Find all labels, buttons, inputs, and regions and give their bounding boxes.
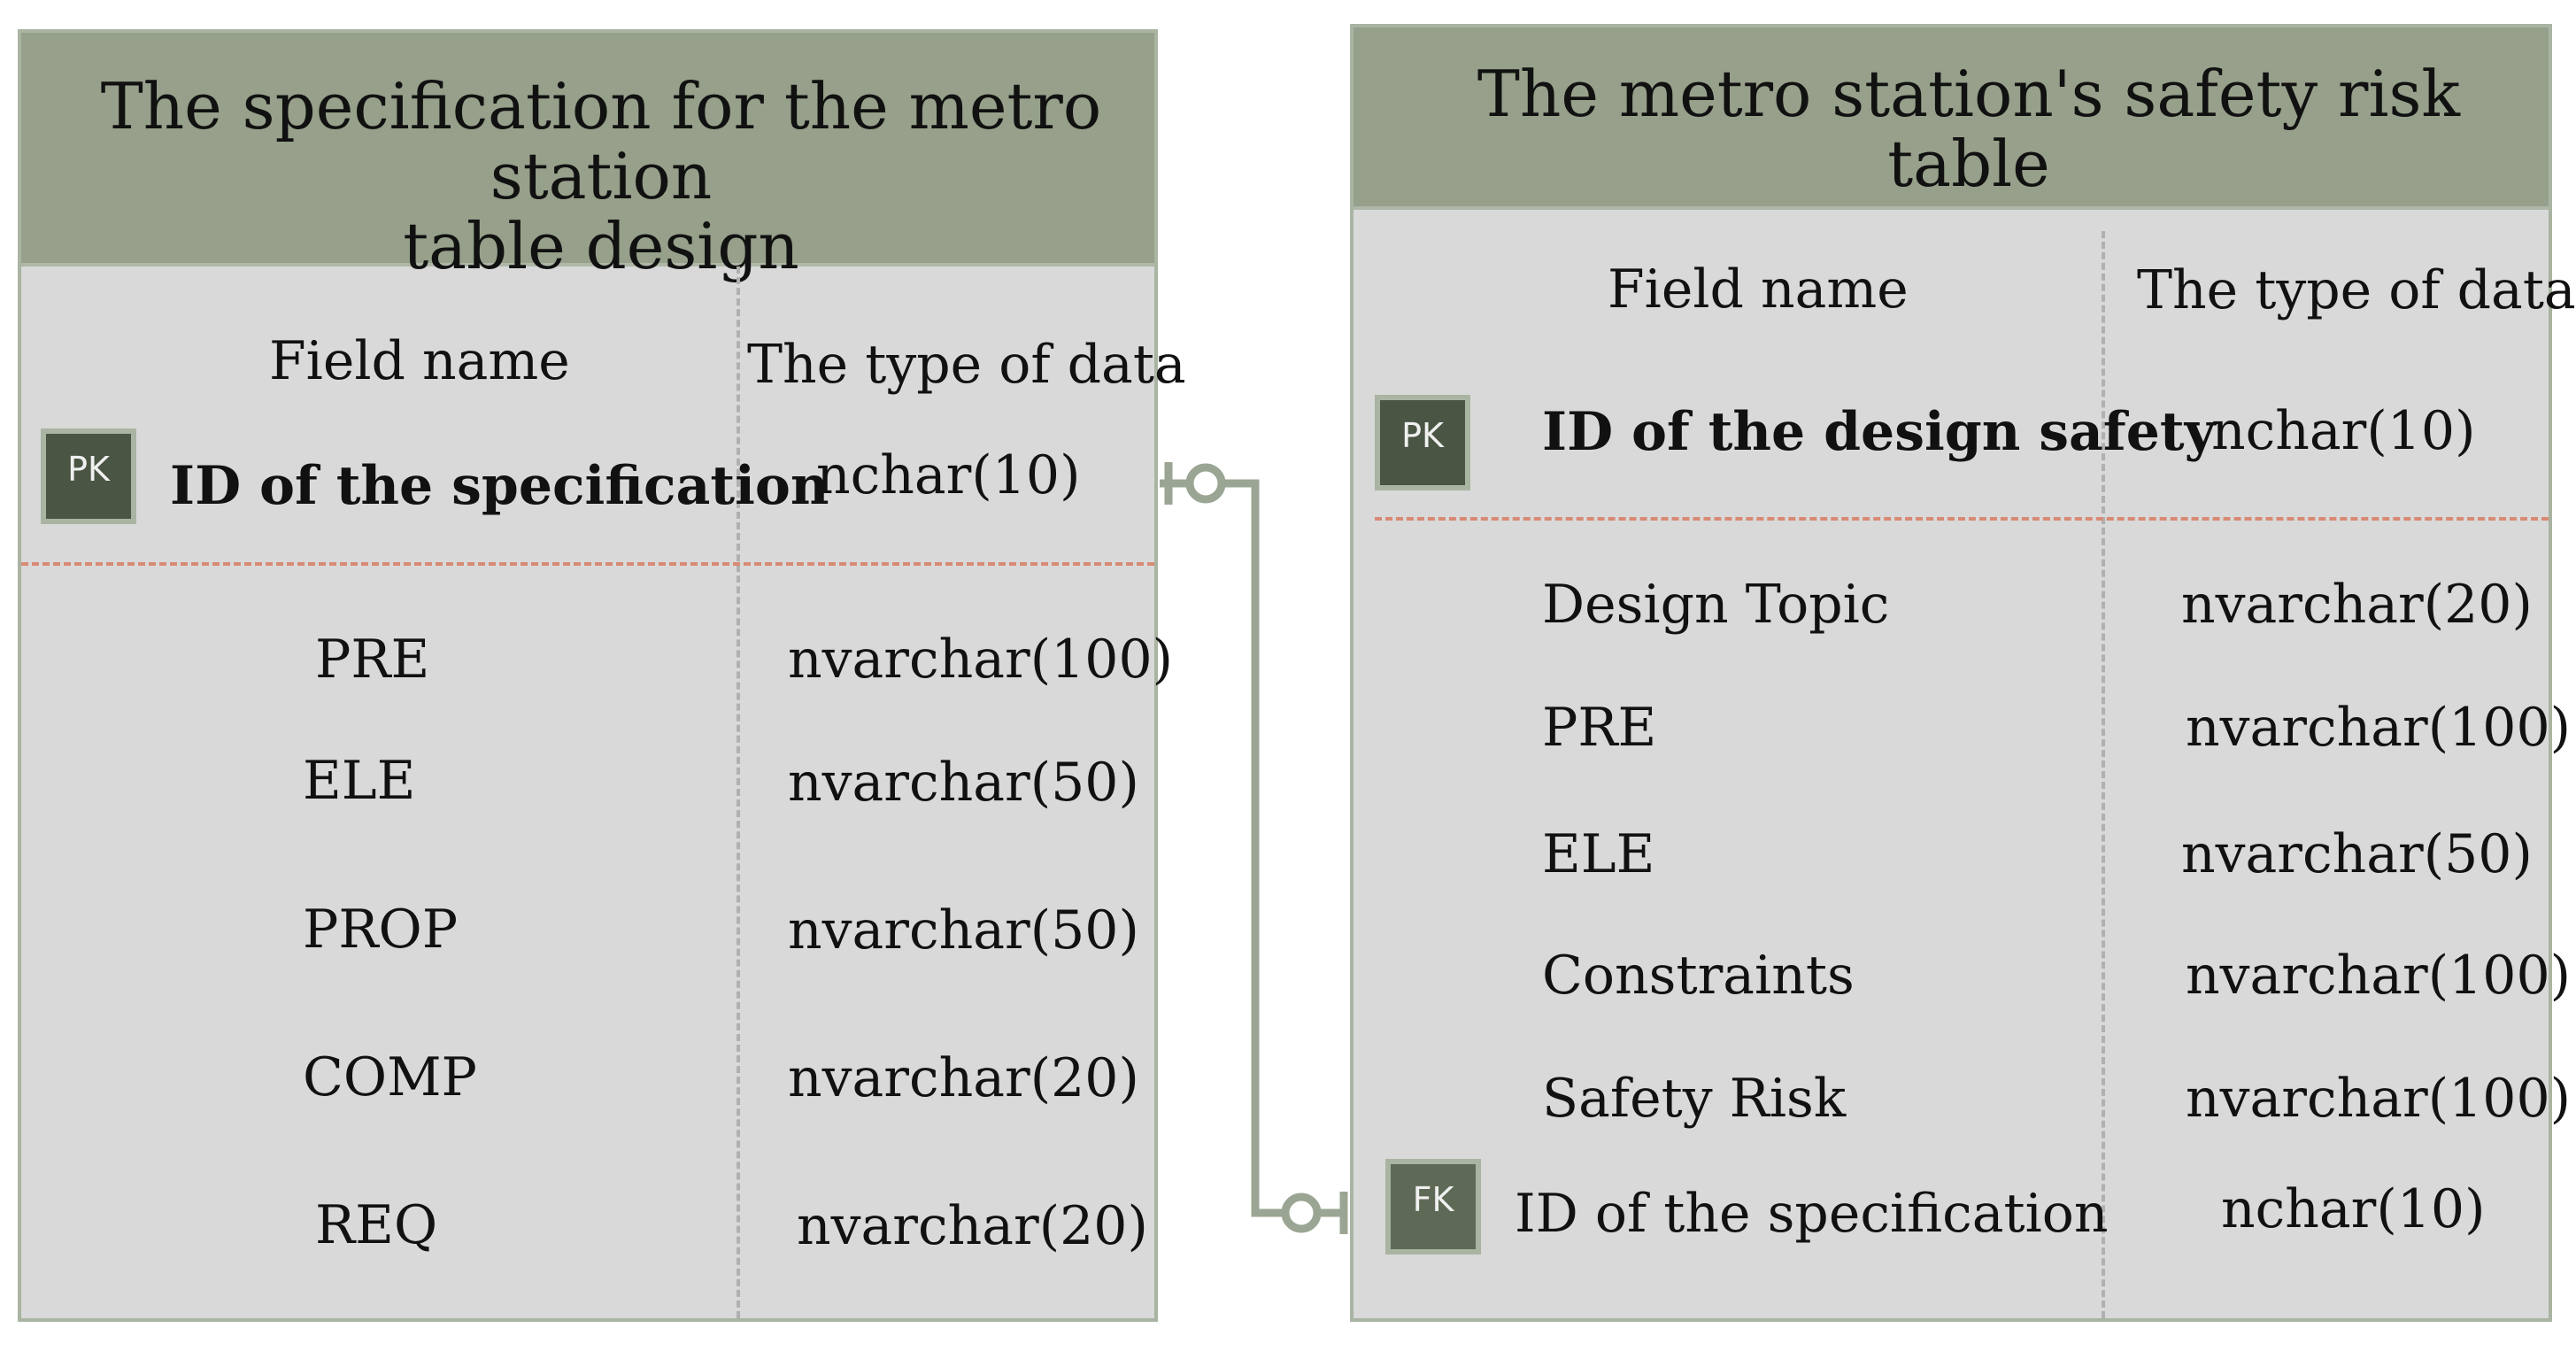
data-type: nvarchar(50) xyxy=(788,752,1139,814)
zero-circle-right xyxy=(1281,1193,1322,1233)
pk-field: ID of the specification xyxy=(170,455,829,517)
data-type-header: The type of data xyxy=(2137,259,2576,321)
field-name-header: Field name xyxy=(1608,259,1909,320)
data-type: nvarchar(20) xyxy=(797,1195,1148,1257)
safety-risk-table: The metro station's safety risk table Fi… xyxy=(1350,24,2576,1322)
zero-circle-left xyxy=(1185,463,1226,504)
data-type: nvarchar(100) xyxy=(2186,697,2572,759)
pk-badge: PK xyxy=(41,428,136,524)
data-type: nvarchar(20) xyxy=(2181,574,2533,636)
pk-separator xyxy=(21,562,1154,566)
field-name: PRE xyxy=(315,629,430,691)
field-name: ELE xyxy=(303,750,416,812)
pk-separator xyxy=(1375,517,2549,521)
spec-table: The specification for the metro station … xyxy=(18,29,1186,1322)
field-name: PROP xyxy=(303,899,459,961)
fk-field: ID of the specification xyxy=(1515,1183,2109,1245)
column-divider xyxy=(737,266,740,1318)
data-type: nvarchar(100) xyxy=(2186,945,2572,1007)
connector-line xyxy=(1160,479,1346,1217)
spec-table-title: The specification for the metro station … xyxy=(100,69,1102,284)
fk-badge: FK xyxy=(1385,1159,1481,1254)
field-name: ELE xyxy=(1542,823,1655,885)
field-name: REQ xyxy=(315,1194,438,1256)
field-name: Design Topic xyxy=(1542,574,1890,636)
data-type: nvarchar(50) xyxy=(788,899,1139,961)
field-name: COMP xyxy=(303,1046,477,1108)
data-type: nvarchar(100) xyxy=(788,629,1174,691)
data-type-header: The type of data xyxy=(747,334,1186,396)
column-divider xyxy=(2102,231,2105,1318)
field-name: PRE xyxy=(1542,697,1657,759)
pk-type: nchar(10) xyxy=(2211,400,2476,462)
fk-type: nchar(10) xyxy=(2221,1178,2486,1240)
pk-badge: PK xyxy=(1375,395,1470,490)
field-name-header: Field name xyxy=(269,330,570,392)
spec-table-header: The specification for the metro station … xyxy=(21,33,1154,282)
safety-risk-table-header: The metro station's safety risk table xyxy=(1354,27,2549,210)
pk-type: nchar(10) xyxy=(816,444,1081,506)
field-name: Safety Risk xyxy=(1542,1068,1847,1130)
data-type: nvarchar(50) xyxy=(2181,823,2533,885)
safety-risk-table-title: The metro station's safety risk table xyxy=(1477,57,2461,202)
field-name: Constraints xyxy=(1542,945,1855,1007)
data-type: nvarchar(20) xyxy=(788,1047,1139,1109)
data-type: nvarchar(100) xyxy=(2186,1068,2572,1130)
pk-field: ID of the design safety xyxy=(1542,401,2216,463)
